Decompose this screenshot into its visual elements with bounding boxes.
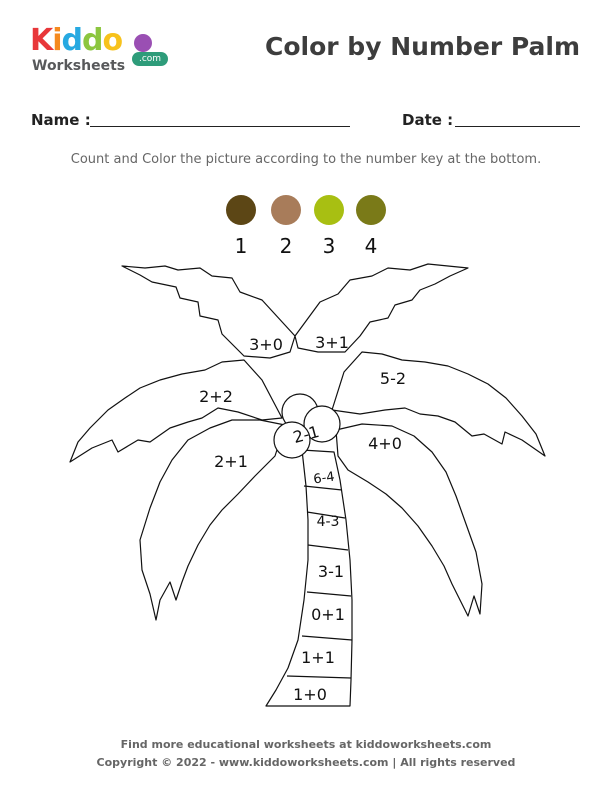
instructions-text: Count and Color the picture according to… <box>70 152 542 167</box>
kiddo-logo: Kiddo Worksheets .com <box>30 26 168 76</box>
key-number-1: 1 <box>234 234 248 258</box>
leaf-mid-right[interactable] <box>331 351 546 457</box>
trunk-label: 0+1 <box>311 605 345 624</box>
palm-trunk[interactable] <box>265 449 353 707</box>
logo-letter: d <box>82 23 104 58</box>
region-label: 2+1 <box>214 452 248 471</box>
leaf-top-right[interactable] <box>294 263 469 353</box>
leaf-low-right[interactable] <box>335 423 483 617</box>
name-label: Name : <box>31 111 91 129</box>
trunk-label: 1+1 <box>301 648 335 667</box>
date-field[interactable] <box>455 126 580 127</box>
leaf-top-left[interactable] <box>121 265 296 359</box>
logo-letter: d <box>61 23 84 58</box>
date-label: Date : <box>402 111 454 129</box>
coconut[interactable] <box>303 405 341 443</box>
color-swatch-2 <box>271 195 301 225</box>
logo-domain-badge: .com <box>132 52 168 66</box>
color-swatch-4 <box>356 195 386 225</box>
trunk-label: 3-1 <box>318 562 344 581</box>
name-field[interactable] <box>90 126 350 127</box>
key-number-4: 4 <box>364 234 378 258</box>
footer-line-2: Copyright © 2022 - www.kiddoworksheets.c… <box>96 756 516 769</box>
region-label: 5-2 <box>380 369 406 388</box>
trunk-label: 4-3 <box>317 514 340 530</box>
trunk-label: 1+0 <box>293 685 327 704</box>
leaf-mid-left[interactable] <box>69 359 283 463</box>
logo-letter: o <box>102 23 124 58</box>
logo-letter: i <box>52 23 62 58</box>
trunk-label: 6-4 <box>313 470 336 488</box>
region-label: 4+0 <box>368 434 402 453</box>
page-title: Color by Number Palm <box>265 32 580 61</box>
key-number-2: 2 <box>279 234 293 258</box>
logo-letter: K <box>30 23 53 58</box>
region-label: 3+0 <box>249 335 283 354</box>
smiley-icon <box>134 34 152 52</box>
color-swatch-1 <box>226 195 256 225</box>
logo-subtitle: Worksheets <box>32 58 126 74</box>
region-label: 3+1 <box>315 333 349 352</box>
region-label: 2+2 <box>199 387 233 406</box>
coconut[interactable] <box>273 421 311 459</box>
color-swatch-3 <box>314 195 344 225</box>
palm-tree-drawing: 3+0 3+1 2+2 5-2 2+1 4+0 2-1 6-4 4-3 3-1 … <box>69 263 546 707</box>
key-number-3: 3 <box>322 234 336 258</box>
logo-wordmark: Kiddo <box>30 23 124 58</box>
footer-line-1: Find more educational worksheets at kidd… <box>120 738 492 751</box>
leaf-low-left[interactable] <box>139 419 286 621</box>
